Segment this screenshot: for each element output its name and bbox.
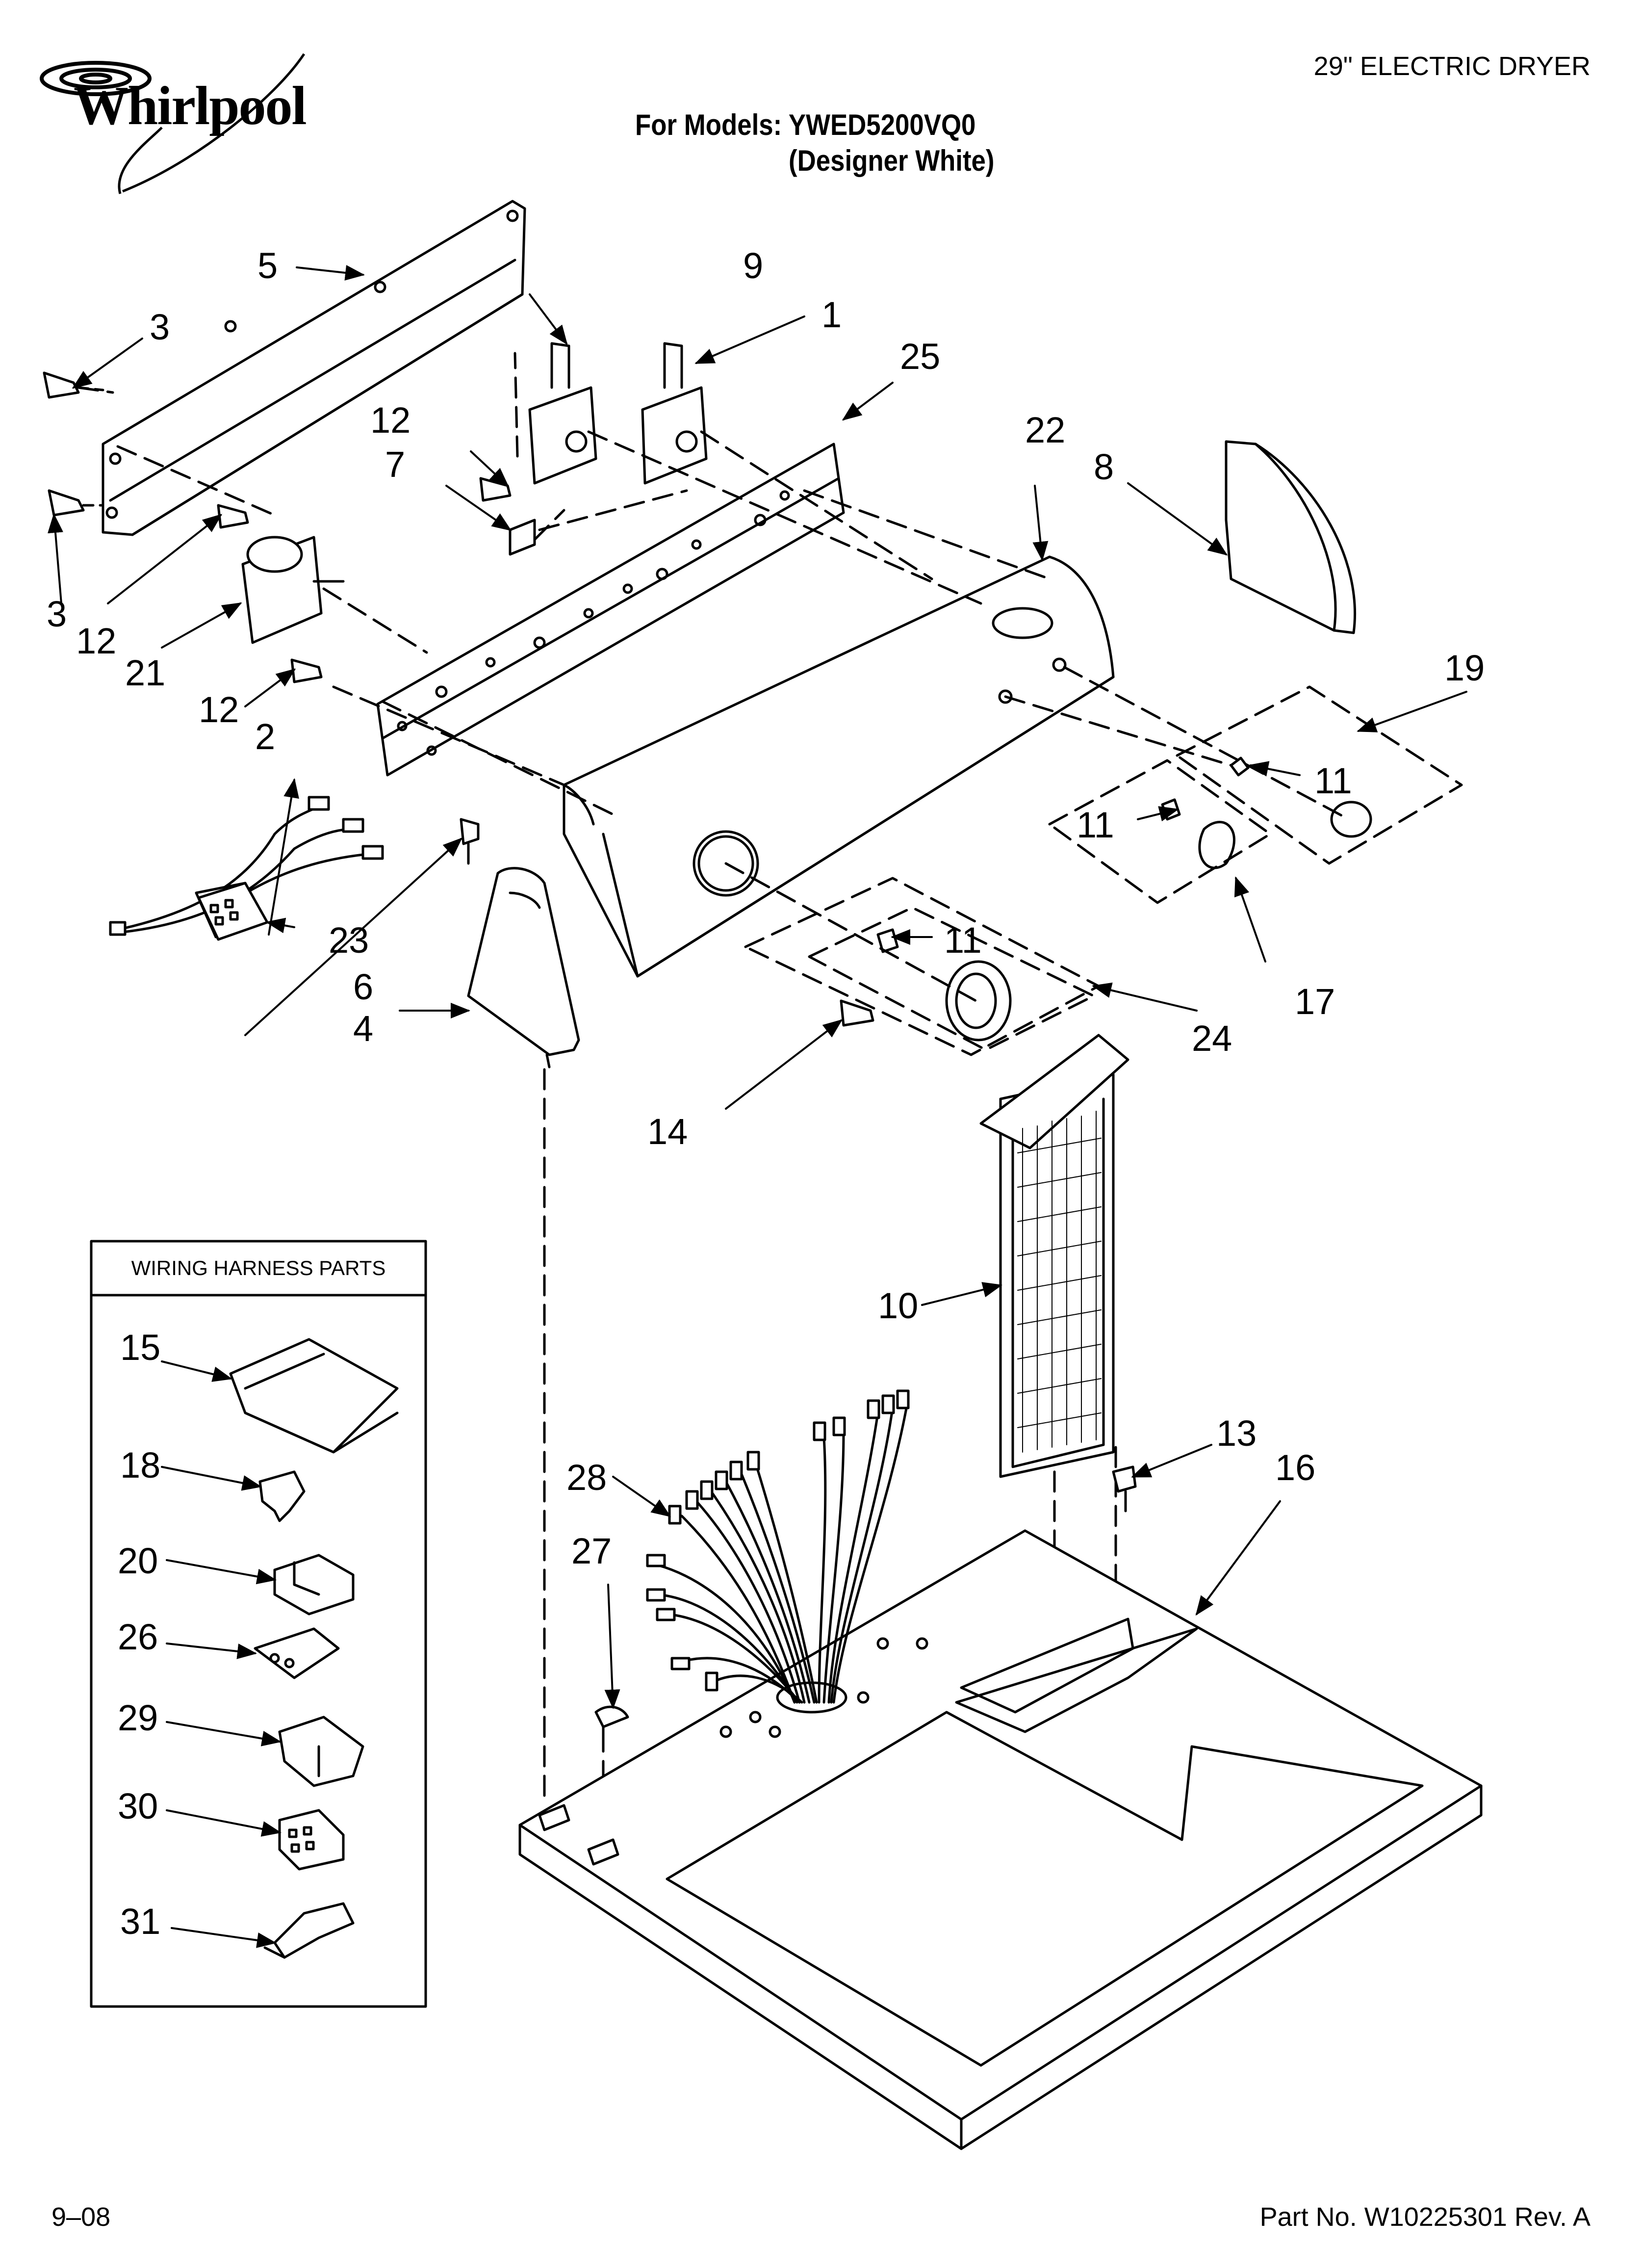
callout-22: 22 [1025, 410, 1066, 450]
part-13-screw [1112, 1465, 1137, 1512]
part-12-screw [290, 658, 323, 683]
callout-27: 27 [571, 1531, 612, 1571]
callout-12: 12 [76, 621, 117, 661]
callout-28: 28 [566, 1457, 607, 1498]
part-15-connector-block [229, 1338, 399, 1454]
callout-10: 10 [878, 1285, 919, 1326]
callout-11: 11 [1077, 805, 1114, 845]
callout-11: 11 [944, 920, 982, 961]
part-26-connector [254, 1627, 340, 1679]
callout-5: 5 [257, 245, 278, 286]
footer-part-number: Part No. W10225301 Rev. A [1259, 2202, 1591, 2232]
callout-17: 17 [1295, 981, 1335, 1022]
part-20-connector [273, 1554, 355, 1616]
part-3-screw [48, 489, 104, 517]
part-22-console [563, 555, 1115, 978]
part-24-knob [876, 928, 1012, 1042]
part-12-screw [217, 504, 249, 529]
part-12-screw [479, 477, 512, 502]
part-6-screw [460, 818, 480, 865]
callout-3: 3 [47, 594, 67, 634]
part-29-connector [278, 1716, 364, 1787]
legend-item-29: 29 [118, 1697, 158, 1738]
legend-item-30: 30 [118, 1786, 158, 1826]
legend-item-26: 26 [118, 1616, 158, 1657]
part-7-clip [509, 519, 536, 556]
part-4-end-cap [467, 867, 580, 1069]
callout-12: 12 [370, 400, 411, 441]
part-25-console-plate [376, 443, 845, 777]
whirlpool-logo [40, 53, 306, 194]
part-23-connector [197, 882, 269, 941]
legend-item-20: 20 [118, 1540, 158, 1581]
part-31-terminal [263, 1902, 355, 1959]
part-14-screw [840, 999, 874, 1027]
callout-16: 16 [1275, 1447, 1316, 1488]
callout-1: 1 [821, 294, 842, 335]
legend-item-18: 18 [120, 1445, 161, 1486]
product-title: 29" ELECTRIC DRYER [1313, 52, 1591, 81]
variant-line: (Designer White) [789, 144, 995, 177]
footer-date: 9–08 [51, 2202, 111, 2232]
callout-21: 21 [125, 652, 166, 693]
callout-13: 13 [1216, 1413, 1257, 1454]
callout-8: 8 [1094, 446, 1114, 487]
callout-3: 3 [150, 307, 170, 347]
legend-item-31: 31 [120, 1901, 161, 1942]
part-21-timer [241, 536, 345, 644]
part-16-top-panel [518, 1529, 1483, 2150]
callout-24: 24 [1192, 1018, 1232, 1059]
part-10-lint-screen [979, 1034, 1129, 1478]
callout-9: 9 [743, 245, 764, 286]
callout-11: 11 [1314, 760, 1352, 801]
brand-logo: Whirlpool [74, 76, 307, 136]
wiring-harness-legend-box [90, 1240, 427, 2008]
models-line: For Models: YWED5200VQ0 [635, 108, 976, 141]
part-1-switch [641, 342, 708, 485]
part-9-switch [528, 342, 597, 485]
part-27-clip [594, 1705, 629, 1748]
part-3-screw [43, 371, 104, 399]
part-5-bracket [102, 200, 526, 536]
part-18-clip [258, 1470, 306, 1522]
part-8-end-cap [1225, 440, 1357, 634]
callout-12: 12 [199, 689, 239, 730]
part-28-wire-harness [646, 1389, 910, 1704]
callout-4: 4 [353, 1008, 374, 1049]
callout-14: 14 [647, 1111, 688, 1152]
callout-2: 2 [255, 716, 276, 757]
callout-19: 19 [1444, 648, 1485, 688]
callout-23: 23 [329, 920, 369, 961]
callout-25: 25 [900, 336, 941, 377]
callout-leaders [48, 265, 1467, 1948]
legend-title: WIRING HARNESS PARTS [131, 1256, 386, 1279]
legend-item-15: 15 [120, 1327, 161, 1368]
callout-6: 6 [353, 966, 374, 1007]
part-30-connector [278, 1809, 345, 1871]
callout-7: 7 [385, 444, 406, 485]
